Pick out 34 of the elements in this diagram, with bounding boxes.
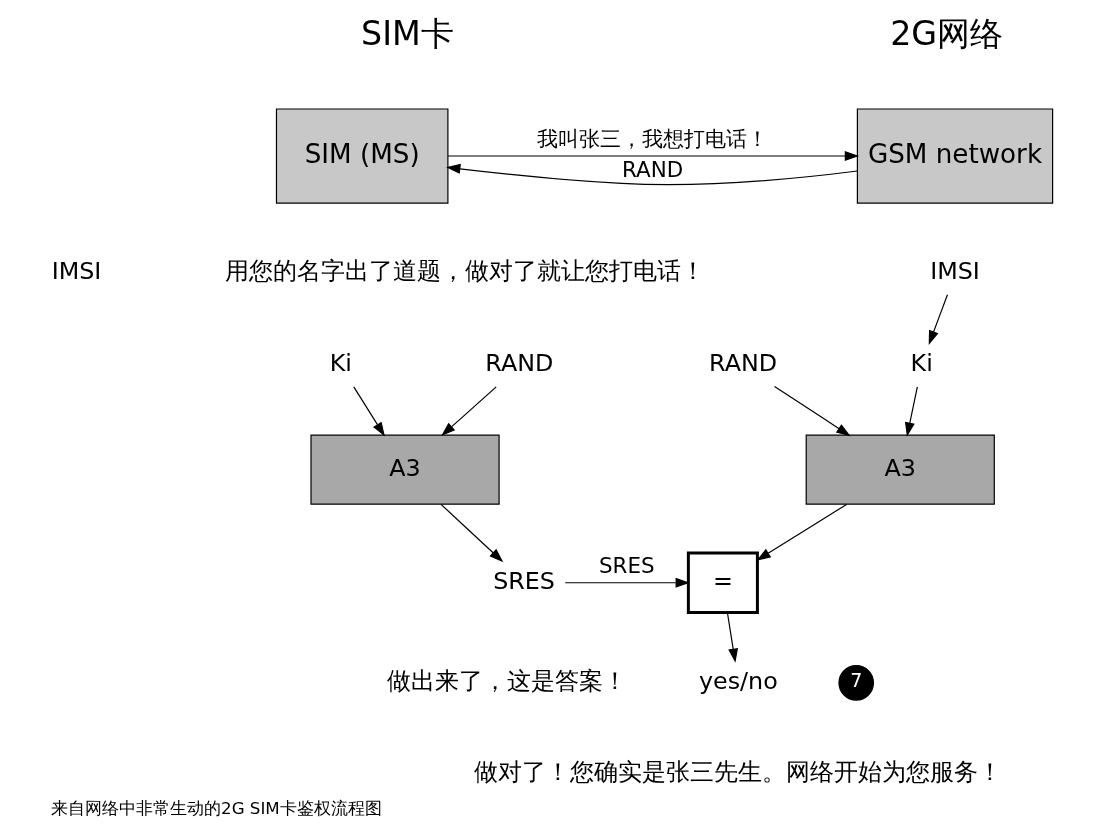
label: 做出来了，这是答案！ [386,666,627,695]
caption: 来自网络中非常生动的2G SIM卡鉴权流程图 [50,798,382,818]
arrow [445,163,858,185]
arrow [447,150,859,161]
arrow [928,293,948,345]
arrow [440,503,503,562]
node-text: RAND [484,348,553,377]
node-box: GSM network [856,107,1053,204]
edge-label: SRES [598,552,655,578]
label: IMSI [51,256,101,285]
node-box: A3 [309,434,500,505]
edge-label: 我叫张三，我想打电话！ [536,125,768,151]
node-text: yes/no [698,666,778,695]
arrow [564,577,690,588]
arrow [726,611,738,663]
arrow [773,385,851,436]
arrow [352,385,385,436]
node-text: Ki [910,348,933,377]
label: 做对了！您确实是张三先生。网络开始为您服务！ [473,757,1002,786]
arrow [904,385,918,437]
node-text: IMSI [929,256,980,285]
node-text: RAND [708,348,777,377]
edge-label: RAND [621,156,683,182]
arrow [440,385,497,436]
node-text: SRES [492,566,555,595]
label: 用您的名字出了道题，做对了就让您打电话！ [224,256,705,285]
label: 7 [849,668,862,691]
node-box: SIM (MS) [275,107,448,204]
node-box: = [686,551,759,614]
node-text: Ki [329,348,352,377]
label: SIM卡 [360,13,454,53]
label: 2G网络 [889,13,1003,53]
arrow [755,503,847,561]
node-box: A3 [805,434,995,505]
